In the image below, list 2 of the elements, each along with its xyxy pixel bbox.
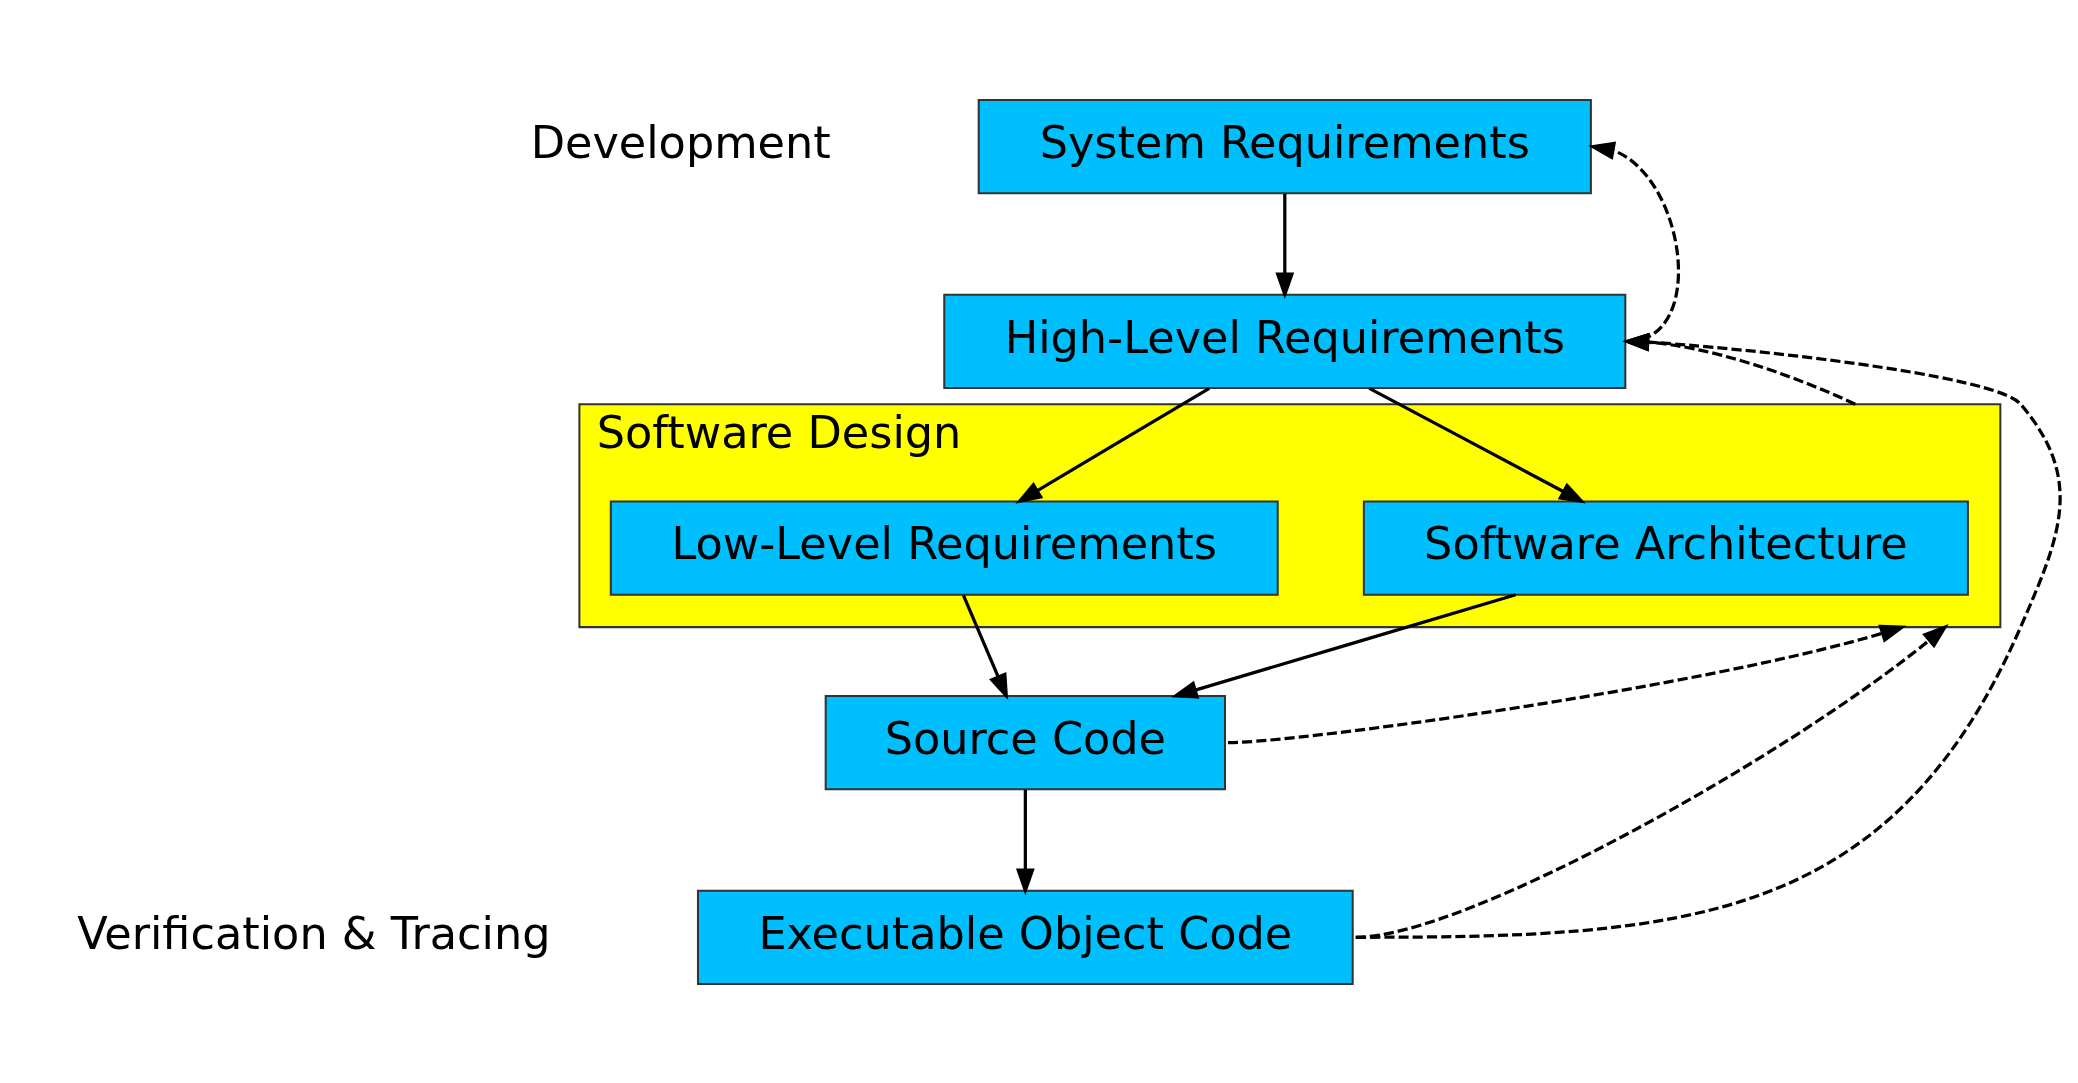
label: Development (530, 116, 831, 169)
label: Verification & Tracing (77, 907, 551, 960)
